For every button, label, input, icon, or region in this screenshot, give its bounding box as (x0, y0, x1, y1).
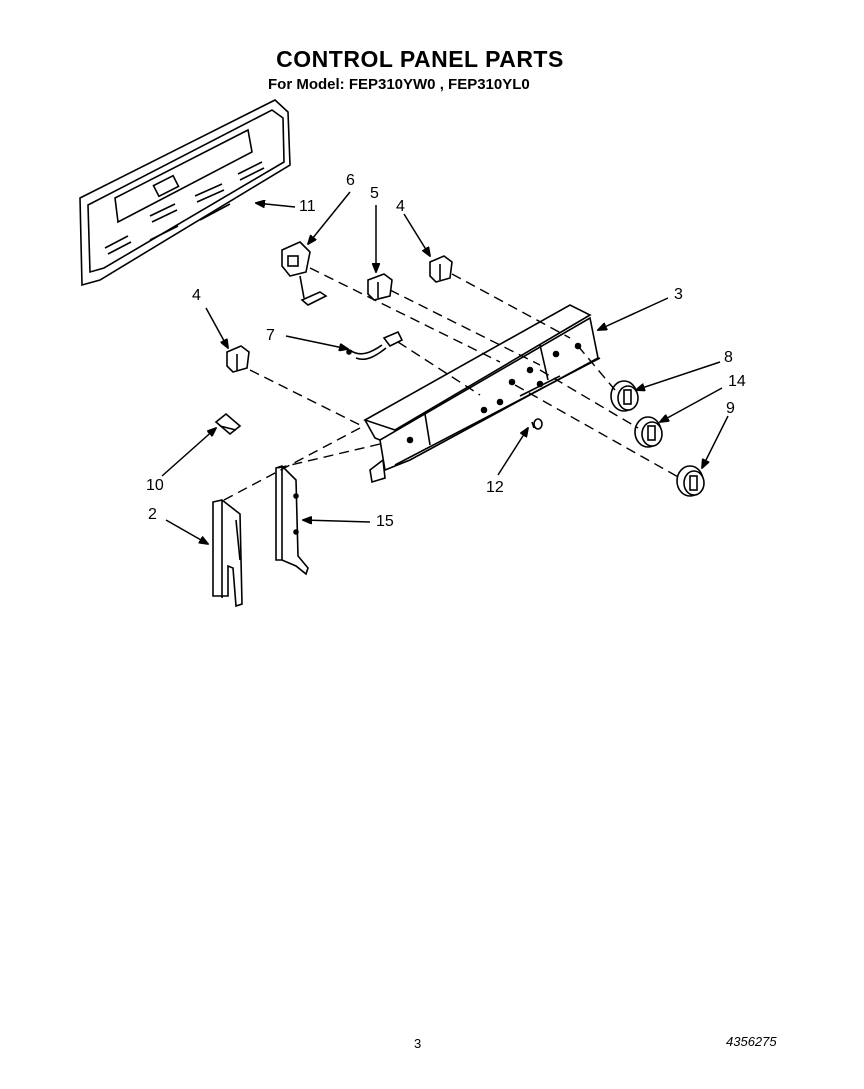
callout-10: 10 (146, 477, 164, 494)
callout-14: 14 (728, 373, 746, 390)
knob-part-9 (676, 465, 705, 497)
switch-part-4-upper (429, 255, 453, 283)
end-cap-part-15 (275, 465, 309, 576)
callout-6: 6 (346, 172, 355, 189)
callout-4-lower: 4 (192, 287, 201, 304)
callout-8: 8 (724, 349, 733, 366)
callout-leaders (161, 191, 729, 544)
callout-2: 2 (148, 506, 157, 523)
switch-part-5 (367, 273, 393, 301)
callout-15: 15 (376, 513, 394, 530)
knob-part-8 (610, 380, 639, 412)
clip-part-10 (214, 412, 242, 436)
end-cap-part-2 (212, 499, 243, 608)
callout-12: 12 (486, 479, 504, 496)
page-number: 3 (414, 1036, 422, 1051)
callout-9: 9 (726, 400, 735, 417)
screw-part-12 (531, 418, 543, 430)
callout-4-upper: 4 (396, 198, 405, 215)
assembly-lines (223, 267, 681, 501)
callout-5: 5 (370, 185, 379, 202)
document-number: 4356275 (726, 1034, 777, 1049)
control-panel-console-part-3 (363, 304, 601, 484)
switch-part-4-lower (226, 345, 250, 373)
knob-part-14 (634, 416, 663, 448)
backguard-panel-part-11 (79, 99, 291, 287)
wire-harness-part-7 (346, 330, 404, 361)
callout-11: 11 (299, 198, 316, 215)
callout-7: 7 (266, 327, 275, 344)
page-title: CONTROL PANEL PARTS (276, 46, 564, 72)
model-subtitle: For Model: FEP310YW0 , FEP310YL0 (268, 76, 530, 93)
callout-3: 3 (674, 286, 683, 303)
switch-part-6 (281, 241, 328, 306)
